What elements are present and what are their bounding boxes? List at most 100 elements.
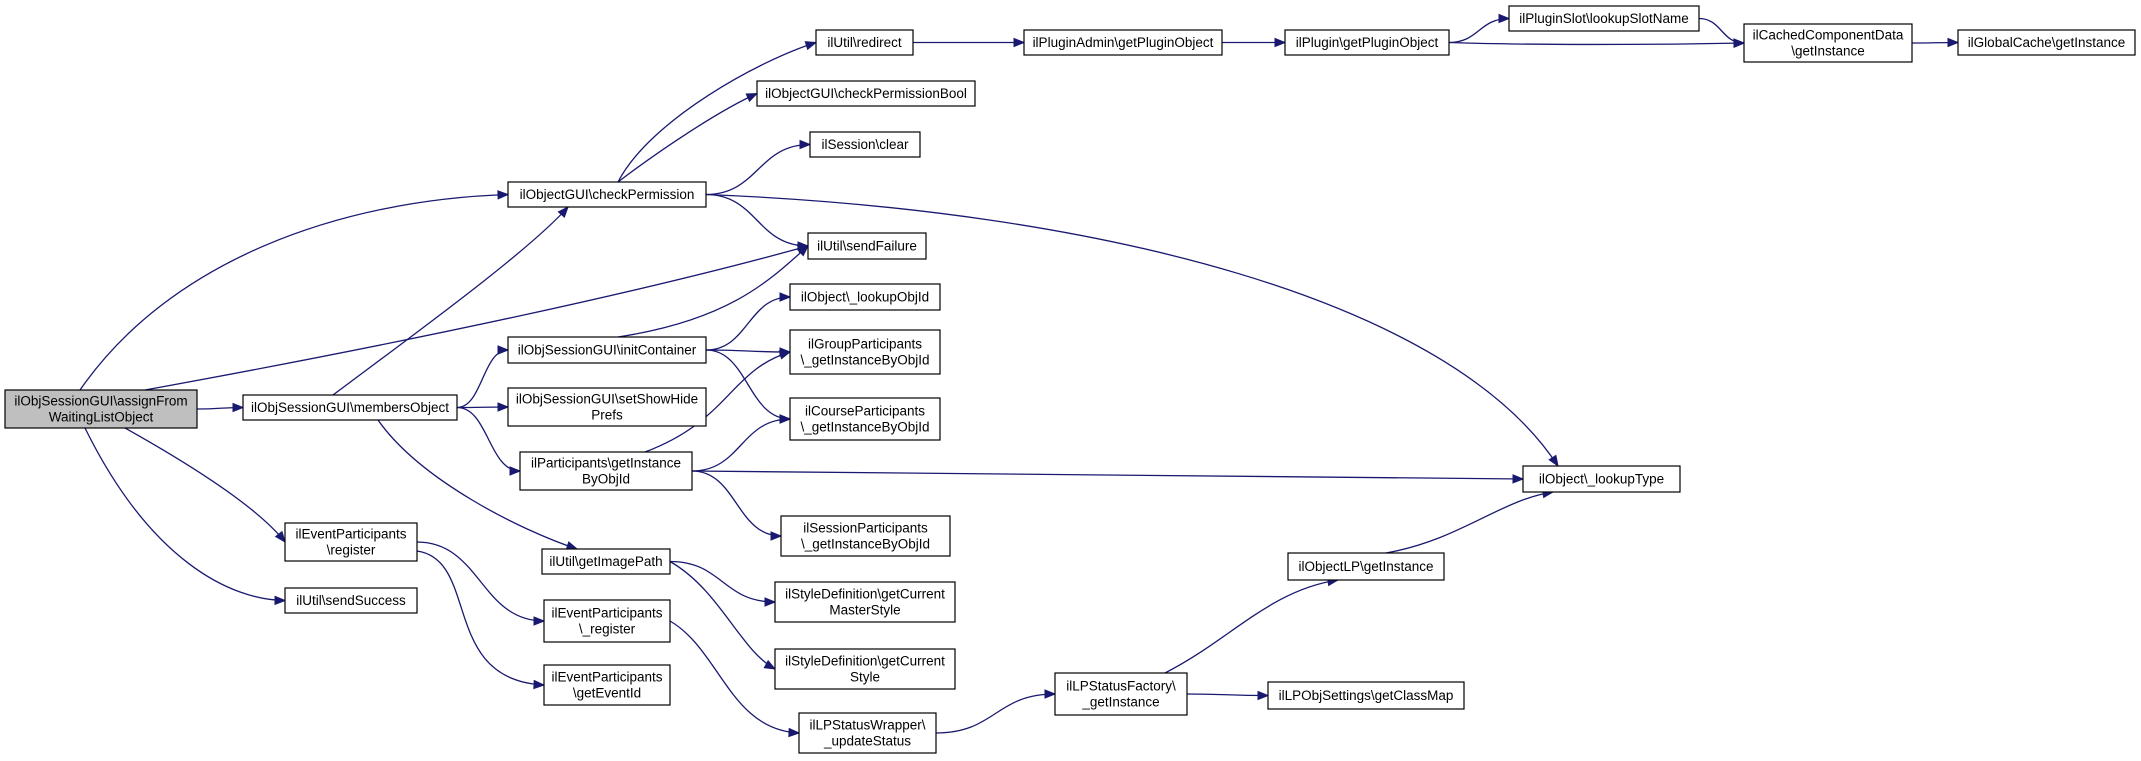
edge-membersObject-to-initContainer [456, 349, 509, 409]
node-redirect[interactable]: ilUtil\redirect [815, 29, 914, 56]
node-sessPart[interactable]: ilSessionParticipants\_getInstanceByObjI… [780, 515, 951, 557]
node-label: MasterStyle [829, 603, 900, 618]
call-edges [79, 13, 1960, 738]
node-label: \getInstance [1791, 44, 1865, 59]
node-objLP[interactable]: ilObjectLP\getInstance [1287, 552, 1445, 581]
node-sendSuccess[interactable]: ilUtil\sendSuccess [284, 587, 418, 614]
arrowhead-getImagePath-to-styleCur [763, 659, 777, 670]
edge-initContainer-to-lookupObjId [705, 296, 791, 351]
arrowhead-evRegister-to-evGetEventId [533, 679, 546, 690]
arrowhead-partGetInst-to-sessPart [770, 531, 783, 541]
node-checkPermBool[interactable]: ilObjectGUI\checkPermissionBool [756, 80, 976, 107]
edge-getImagePath-to-styleMaster [669, 560, 776, 603]
node-label: ilLPStatusFactory\ [1066, 679, 1176, 694]
node-label: ilObjSessionGUI\assignFrom [14, 394, 187, 409]
node-label: ilParticipants\getInstance [531, 456, 681, 471]
node-initContainer[interactable]: ilObjSessionGUI\initContainer [507, 336, 707, 364]
node-box [1957, 29, 2136, 56]
node-label: ilObjSessionGUI\membersObject [251, 400, 449, 415]
arrowhead-pluginGet-to-slotLookup [1498, 13, 1511, 24]
node-coursePart[interactable]: ilCourseParticipants\_getInstanceByObjId [789, 397, 941, 441]
node-label: \_getInstanceByObjId [801, 537, 930, 552]
node-sendFailure[interactable]: ilUtil\sendFailure [807, 232, 927, 260]
node-label: ilSessionParticipants [803, 521, 928, 536]
edge-partGetInst-to-sessPart [691, 470, 782, 537]
call-nodes: ilObjSessionGUI\assignFromWaitingListObj… [4, 5, 2136, 754]
node-lookupType[interactable]: ilObject\_lookupType [1522, 465, 1681, 493]
node-box [809, 131, 921, 158]
node-root[interactable]: ilObjSessionGUI\assignFromWaitingListObj… [4, 389, 198, 429]
node-label: ilObjectLP\getInstance [1298, 559, 1433, 574]
node-box [807, 232, 927, 260]
node-groupPart[interactable]: ilGroupParticipants\_getInstanceByObjId [789, 329, 941, 375]
arrowhead-membersObject-to-initContainer [497, 345, 510, 355]
arrowhead-root-to-evRegister [274, 530, 286, 544]
edge-root-to-checkPermission [79, 193, 509, 391]
edge-lpWrapper-to-lpFactory [935, 693, 1056, 734]
arrowhead-root-to-sendSuccess [274, 595, 287, 606]
arrowhead-membersObject-to-partGetInst [509, 466, 522, 476]
edge-evRegister-to-evGetEventId [416, 550, 545, 686]
node-label: ilPlugin\getPluginObject [1296, 35, 1439, 50]
node-label: ilStyleDefinition\getCurrent [785, 587, 945, 602]
node-label: ilPluginAdmin\getPluginObject [1033, 35, 1214, 50]
node-pluginAdminGet[interactable]: ilPluginAdmin\getPluginObject [1023, 29, 1223, 56]
edge-initContainer-to-sendFailure [617, 245, 809, 338]
node-lpSettings[interactable]: ilLPObjSettings\getClassMap [1267, 681, 1465, 710]
node-label: Prefs [591, 408, 623, 423]
arrowhead-initContainer-to-lookupObjId [779, 292, 792, 302]
edge-lpFactory-to-lpSettings [1186, 693, 1269, 697]
edge-initContainer-to-coursePart [705, 349, 791, 420]
node-sessClear[interactable]: ilSession\clear [809, 131, 921, 158]
edge-checkPermission-to-redirect [617, 41, 817, 183]
node-box [815, 29, 914, 56]
node-box [284, 522, 418, 562]
node-label: ilGlobalCache\getInstance [1968, 35, 2126, 50]
arrowhead-cachedComp-to-globalCache [1947, 37, 1960, 48]
arrowhead-lpFactory-to-lpSettings [1257, 690, 1270, 701]
edge-root-to-evRegister [124, 427, 286, 543]
node-box [780, 515, 951, 557]
node-label: \_getInstanceByObjId [800, 353, 929, 368]
edge-evRegister2-to-lpWrapper [669, 620, 800, 734]
edge-partGetInst-to-lookupType [691, 470, 1524, 480]
node-lookupObjId[interactable]: ilObject\_lookupObjId [789, 283, 941, 311]
node-label: ilObjectGUI\checkPermissionBool [765, 86, 967, 101]
node-evRegister2[interactable]: ilEventParticipants\_register [543, 599, 671, 643]
arrowhead-checkPermission-to-redirect [804, 41, 818, 51]
arrowhead-partGetInst-to-groupPart [778, 350, 792, 360]
node-label: \register [327, 543, 376, 558]
node-getImagePath[interactable]: ilUtil\getImagePath [541, 548, 671, 575]
edge-membersObject-to-checkPermission [332, 206, 569, 396]
node-box [4, 389, 198, 429]
node-box [1743, 23, 1913, 63]
node-label: \_register [579, 622, 636, 637]
node-label: ilCachedComponentData [1753, 28, 1904, 43]
node-cachedComp[interactable]: ilCachedComponentData\getInstance [1743, 23, 1913, 63]
node-checkPermission[interactable]: ilObjectGUI\checkPermission [507, 181, 707, 208]
node-label: _getInstance [1081, 695, 1159, 710]
node-box [798, 712, 937, 754]
edge-checkPermission-to-lookupType [705, 193, 1559, 467]
node-label: ilSession\clear [821, 137, 909, 152]
node-box [774, 581, 956, 623]
node-pluginGet[interactable]: ilPlugin\getPluginObject [1284, 29, 1450, 56]
node-globalCache[interactable]: ilGlobalCache\getInstance [1957, 29, 2136, 56]
node-box [1522, 465, 1681, 493]
arrowhead-partGetInst-to-coursePart [779, 414, 792, 424]
node-label: _updateStatus [823, 734, 911, 749]
node-lpFactory[interactable]: ilLPStatusFactory\_getInstance [1054, 672, 1188, 716]
node-evRegister[interactable]: ilEventParticipants\register [284, 522, 418, 562]
node-label: ilGroupParticipants [808, 337, 922, 352]
arrowhead-slotLookup-to-cachedComp [1733, 38, 1746, 48]
node-membersObject[interactable]: ilObjSessionGUI\membersObject [242, 394, 458, 421]
node-slotLookup[interactable]: ilPluginSlot\lookupSlotName [1508, 5, 1700, 32]
node-evGetEventId[interactable]: ilEventParticipants\getEventId [543, 664, 671, 706]
node-partGetInst[interactable]: ilParticipants\getInstanceByObjId [519, 451, 693, 491]
node-lpWrapper[interactable]: ilLPStatusWrapper\_updateStatus [798, 712, 937, 754]
edge-checkPermission-to-checkPermBool [617, 92, 758, 183]
